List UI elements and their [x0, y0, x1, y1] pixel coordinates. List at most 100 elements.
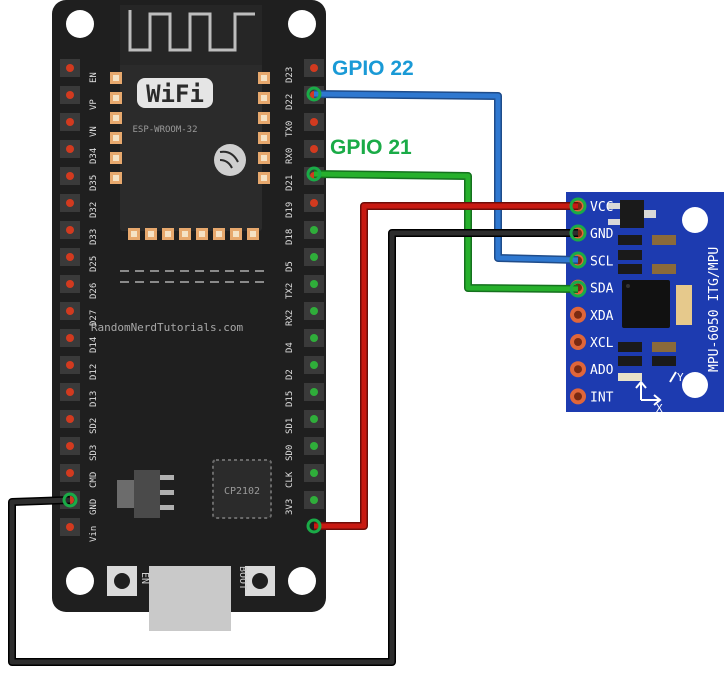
pin-d19: D19 [285, 194, 324, 218]
pin-label: SD3 [89, 445, 99, 461]
connection-markers [62, 86, 587, 534]
mounting-hole [288, 10, 316, 38]
pin-d23: D23 [285, 59, 324, 83]
pin-label: D5 [285, 261, 295, 272]
chip-label: CP2102 [224, 486, 260, 497]
sensor-pin-int: INT [570, 388, 614, 405]
silkscreen-dashes [120, 270, 264, 283]
pin-d4: D4 [285, 329, 324, 353]
pin-sd0: SD0 [285, 437, 324, 461]
pin-d33: D33 [60, 221, 99, 245]
wifi-module: WiFi ESP-WROOM-32 [120, 5, 262, 231]
pin-sd1: SD1 [285, 410, 324, 434]
pin-label: D25 [89, 256, 99, 272]
sensor-pin-xda: XDA [570, 306, 614, 324]
wire-scl [313, 90, 579, 264]
mpu-chip [622, 280, 670, 328]
mounting-hole [66, 567, 94, 595]
right-pin-header: D23D22TX0RX0D21D19D18D5TX2RX2D4D2D15SD1S… [285, 59, 324, 515]
pin-d14: D14 [60, 329, 99, 353]
sensor-title: MPU-6050 ITG/MPU [707, 247, 722, 372]
pin-label: D13 [89, 391, 99, 407]
pin-d35: D35 [60, 167, 99, 191]
boot-button[interactable] [245, 566, 275, 596]
pin-d27: D27 [60, 302, 99, 326]
pin-label: D26 [89, 283, 99, 299]
sensor-pin-label: XDA [590, 309, 614, 324]
pin-d5: D5 [285, 248, 324, 272]
pin-label: D12 [89, 364, 99, 380]
pin-label: D22 [285, 94, 295, 110]
mounting-hole [66, 10, 94, 38]
pin-label: CLK [285, 471, 295, 488]
pin-label: D2 [285, 369, 295, 380]
pin-label: D21 [285, 175, 295, 191]
wires [8, 90, 579, 666]
left-pin-header: ENVPVND34D35D32D33D25D26D27D14D12D13SD2S… [60, 59, 99, 542]
mounting-hole [682, 207, 708, 233]
pin-label: VP [89, 99, 99, 110]
espressif-logo [214, 144, 246, 176]
pin-label: D35 [89, 175, 99, 191]
mounting-hole [682, 372, 708, 398]
sensor-pin-label: XCL [590, 336, 614, 351]
module-pads [110, 72, 270, 240]
pin-vin: Vin [60, 518, 99, 542]
pin-label: VN [89, 126, 99, 137]
pin-label: D18 [285, 229, 295, 245]
pin-label: 3V3 [285, 499, 295, 515]
pin-d32: D32 [60, 194, 99, 218]
pin-rx0: RX0 [285, 140, 324, 164]
sensor-pin-label: ADO [590, 363, 614, 378]
website-label: RandomNerdTutorials.com [91, 321, 244, 334]
pin-d15: D15 [285, 383, 324, 407]
pin-tx2: TX2 [285, 275, 324, 299]
pin-label: TX0 [285, 121, 295, 137]
pin-d34: D34 [60, 140, 99, 164]
pin-label: D15 [285, 391, 295, 407]
boot-button-label: BOOT [237, 566, 248, 590]
pin-label: SD1 [285, 418, 295, 434]
pin-label: Vin [89, 526, 99, 542]
antenna-trace [128, 10, 255, 52]
pin-d12: D12 [60, 356, 99, 380]
sensor-pin-label: VCC [590, 200, 613, 215]
pin-label: RX2 [285, 310, 295, 326]
pin-label: SD0 [285, 445, 295, 461]
pin-d18: D18 [285, 221, 324, 245]
pin-vp: VP [60, 86, 99, 110]
gpio22-label: GPIO 22 [332, 57, 414, 80]
pin-label: TX2 [285, 283, 295, 299]
en-button-label: EN [139, 572, 150, 584]
pin-tx0: TX0 [285, 113, 324, 137]
smd-components [618, 235, 676, 381]
sensor-pin-label: INT [590, 390, 614, 405]
pin-label: D4 [285, 342, 295, 353]
usb-connector [149, 566, 231, 631]
sensor-pin-label: GND [590, 227, 614, 242]
axis-x-label: X [656, 402, 663, 415]
pin-sd3: SD3 [60, 437, 99, 461]
pin-label: D34 [89, 148, 99, 164]
pin-label: D33 [89, 229, 99, 245]
axis-y-label: Y [677, 371, 684, 384]
voltage-regulator [117, 470, 174, 518]
pin-en: EN [60, 59, 99, 83]
wifi-logo [137, 78, 213, 108]
en-button[interactable] [107, 566, 137, 596]
wifi-logo-text: WiFi [146, 80, 204, 108]
sensor-pin-label: SDA [590, 282, 614, 297]
mounting-hole [288, 567, 316, 595]
pin-label: D32 [89, 202, 99, 218]
sensor-pin-xcl: XCL [570, 334, 614, 351]
pin-3v3: 3V3 [285, 491, 324, 515]
pin-d26: D26 [60, 275, 99, 299]
gpio21-label: GPIO 21 [330, 136, 412, 159]
module-name: ESP-WROOM-32 [132, 125, 197, 135]
pin-d13: D13 [60, 383, 99, 407]
pin-label: RX0 [285, 148, 295, 164]
pin-label: EN [89, 72, 99, 83]
pin-cmd: CMD [60, 464, 99, 488]
pin-label: CMD [89, 472, 99, 488]
